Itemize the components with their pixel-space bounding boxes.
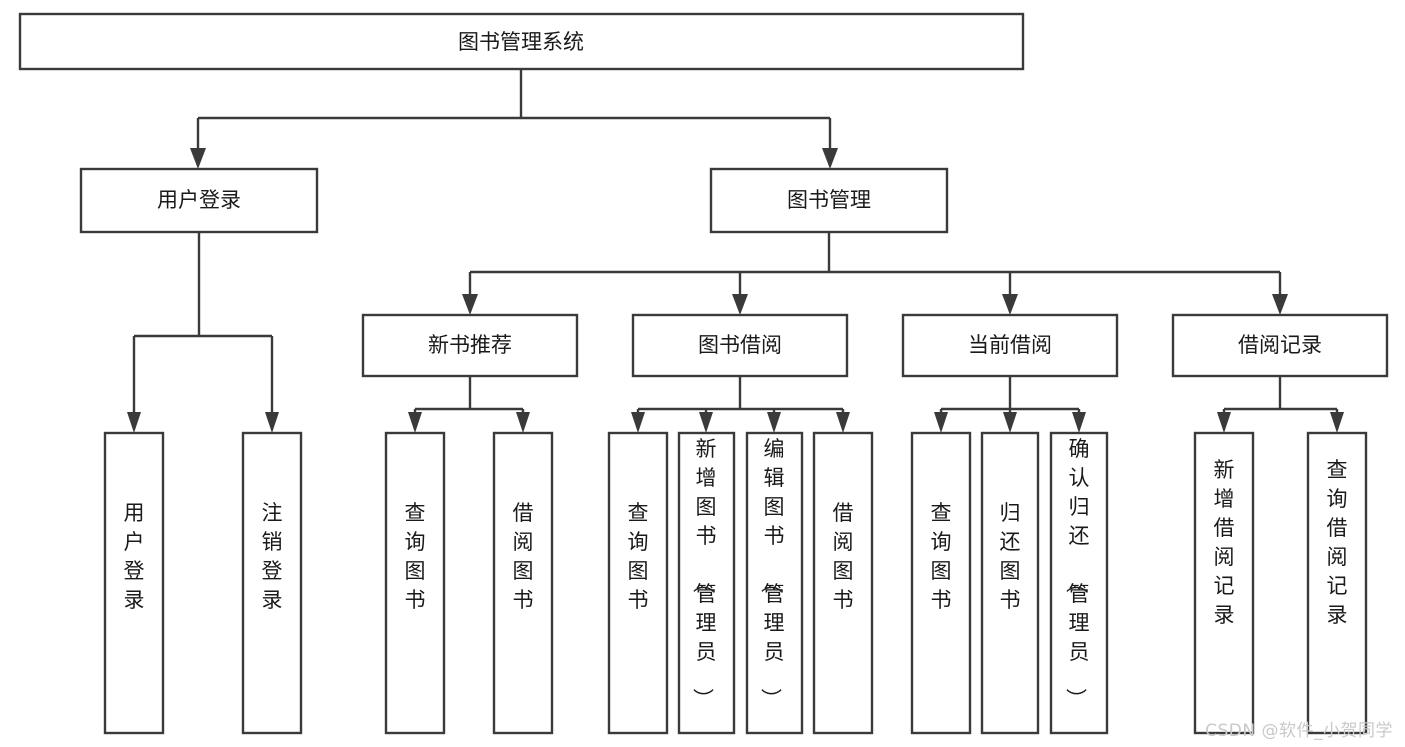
- node-book-manage[interactable]: 图书管理: [709, 167, 949, 234]
- leaf-book-borrow-edit[interactable]: 编辑图书（管理员）: [745, 431, 804, 735]
- edges-book-borrow-to-leaves: [631, 376, 850, 433]
- node-new-book-recommend[interactable]: 新书推荐: [361, 313, 579, 378]
- node-borrow-record-box[interactable]: [1171, 313, 1389, 378]
- arrow-lvl3-2: [732, 294, 748, 315]
- leaf-book-borrow-edit-label: 编辑图书（管理员）: [759, 437, 785, 709]
- leaf-user-login-login-box[interactable]: [103, 431, 165, 735]
- node-root[interactable]: 图书管理系统: [18, 12, 1025, 71]
- leaf-book-borrow-add-label: 新增图书（管理员）: [691, 437, 717, 709]
- leaf-current-borrow-query[interactable]: 查询图书: [910, 431, 972, 735]
- leaf-new-book-borrow-box[interactable]: [492, 431, 554, 735]
- arrow-cb-1: [934, 412, 948, 433]
- leaf-current-borrow-confirm[interactable]: 确认归还（管理员）: [1049, 431, 1109, 735]
- node-current-borrow[interactable]: 当前借阅: [901, 313, 1119, 378]
- arrow-br-2: [1330, 412, 1344, 433]
- edges-book-manage-to-level3: [462, 232, 1288, 315]
- csdn-watermark: CSDN @软件_小贺同学: [1205, 721, 1393, 741]
- edges-user-login-to-leaves: [127, 232, 279, 433]
- node-book-borrow-box[interactable]: [631, 313, 849, 378]
- node-book-manage-box[interactable]: [709, 167, 949, 234]
- leaf-current-borrow-return[interactable]: 归还图书: [980, 431, 1040, 735]
- leaf-current-borrow-query-box[interactable]: [910, 431, 972, 735]
- leaf-current-borrow-confirm-box[interactable]: [1049, 431, 1109, 735]
- leaf-book-borrow-query[interactable]: 查询图书: [607, 431, 669, 735]
- node-current-borrow-label: 当前借阅: [968, 333, 1052, 357]
- arrow-nb-1: [408, 412, 422, 433]
- leaf-book-borrow-add[interactable]: 新增图书（管理员）: [677, 431, 736, 735]
- node-new-book-recommend-box[interactable]: [361, 313, 579, 378]
- leaf-current-borrow-query-label: 查询图书: [931, 501, 952, 612]
- arrow-user-login: [190, 148, 206, 169]
- node-book-borrow[interactable]: 图书借阅: [631, 313, 849, 378]
- leaf-user-login-logout-box[interactable]: [241, 431, 303, 735]
- arrow-cb-3: [1072, 412, 1086, 433]
- edges-root-to-level2: [190, 69, 838, 169]
- arrow-nb-2: [516, 412, 530, 433]
- leaf-user-login-login-label: 用户登录: [124, 501, 145, 612]
- leaf-book-borrow-borrow-box[interactable]: [812, 431, 874, 735]
- arrow-lvl3-4: [1272, 294, 1288, 315]
- leaf-borrow-record-add-label: 新增借阅记录: [1214, 458, 1235, 627]
- node-borrow-record-label: 借阅记录: [1238, 333, 1322, 357]
- edges-new-book-to-leaves: [408, 376, 530, 433]
- node-user-login[interactable]: 用户登录: [79, 167, 319, 234]
- leaf-book-borrow-borrow-label: 借阅图书: [833, 501, 854, 612]
- arrow-book-manage: [822, 148, 838, 169]
- arrow-bb-1: [631, 412, 645, 433]
- leaf-borrow-record-query-box[interactable]: [1306, 431, 1368, 735]
- arrow-bb-2: [699, 412, 713, 433]
- node-root-box[interactable]: [18, 12, 1025, 71]
- node-book-borrow-label: 图书借阅: [698, 333, 782, 357]
- arrow-br-1: [1217, 412, 1231, 433]
- node-user-login-label: 用户登录: [157, 188, 241, 212]
- arrow-login-2: [265, 412, 279, 433]
- arrow-login-1: [127, 412, 141, 433]
- leaf-book-borrow-add-box[interactable]: [677, 431, 736, 735]
- edges-borrow-record-to-leaves: [1217, 376, 1344, 433]
- leaf-borrow-record-query-label: 查询借阅记录: [1327, 458, 1348, 627]
- leaf-book-borrow-borrow[interactable]: 借阅图书: [812, 431, 874, 735]
- leaf-book-borrow-edit-box[interactable]: [745, 431, 804, 735]
- arrow-lvl3-3: [1002, 294, 1018, 315]
- arrow-cb-2: [1003, 412, 1017, 433]
- leaf-borrow-record-query[interactable]: 查询借阅记录: [1306, 431, 1368, 735]
- arrow-bb-3: [767, 412, 781, 433]
- leaf-new-book-query-label: 查询图书: [405, 501, 426, 612]
- leaf-book-borrow-query-box[interactable]: [607, 431, 669, 735]
- arrow-bb-4: [836, 412, 850, 433]
- leaf-current-borrow-confirm-label: 确认归还（管理员）: [1064, 437, 1090, 709]
- node-new-book-recommend-label: 新书推荐: [428, 333, 512, 357]
- arrow-lvl3-1: [462, 294, 478, 315]
- leaf-new-book-borrow-label: 借阅图书: [513, 501, 534, 612]
- leaf-borrow-record-add-box[interactable]: [1193, 431, 1255, 735]
- leaf-user-login-logout-label: 注销登录: [262, 501, 283, 612]
- leaf-new-book-borrow[interactable]: 借阅图书: [492, 431, 554, 735]
- node-root-label: 图书管理系统: [458, 30, 584, 54]
- leaf-current-borrow-return-box[interactable]: [980, 431, 1040, 735]
- edges-current-borrow-to-leaves: [934, 376, 1086, 433]
- leaf-current-borrow-return-label: 归还图书: [1000, 501, 1021, 612]
- node-book-manage-label: 图书管理: [787, 188, 871, 212]
- leaf-user-login-logout[interactable]: 注销登录: [241, 431, 303, 735]
- leaf-user-login-login[interactable]: 用户登录: [103, 431, 165, 735]
- leaf-new-book-query[interactable]: 查询图书: [384, 431, 446, 735]
- node-current-borrow-box[interactable]: [901, 313, 1119, 378]
- leaf-borrow-record-add[interactable]: 新增借阅记录: [1193, 431, 1255, 735]
- leaf-new-book-query-box[interactable]: [384, 431, 446, 735]
- node-borrow-record[interactable]: 借阅记录: [1171, 313, 1389, 378]
- leaf-book-borrow-query-label: 查询图书: [628, 501, 649, 612]
- node-user-login-box[interactable]: [79, 167, 319, 234]
